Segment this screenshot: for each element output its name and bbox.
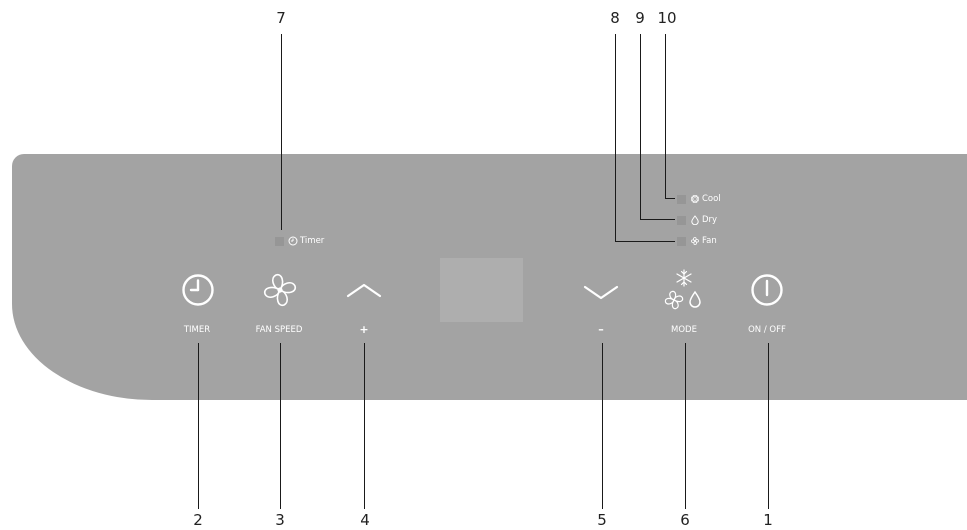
- callout-1: 1: [763, 511, 773, 529]
- drop-icon: [691, 215, 699, 225]
- leader-line-4: [364, 343, 365, 509]
- callout-10: 10: [657, 9, 677, 27]
- timer-indicator-label: Timer: [300, 236, 325, 246]
- callout-3: 3: [275, 511, 285, 529]
- timer-button[interactable]: [176, 268, 222, 314]
- power-button[interactable]: [745, 268, 791, 314]
- callout-9: 9: [635, 9, 645, 27]
- leader-line-1: [768, 343, 769, 509]
- dry-indicator-light: [677, 216, 686, 225]
- fan-indicator-light: [677, 237, 686, 246]
- fan-indicator-label: Fan: [702, 236, 717, 246]
- leader-line-3: [280, 343, 281, 509]
- mode-icon: [664, 269, 701, 310]
- power-button-label: ON / OFF: [748, 325, 786, 335]
- timer-indicator: Timer: [288, 236, 324, 246]
- callout-5: 5: [597, 511, 607, 529]
- timer-small-icon: [288, 236, 298, 246]
- power-icon: [751, 274, 783, 306]
- down-button-label: –: [598, 323, 604, 336]
- up-button-label: +: [359, 323, 369, 336]
- chevron-down-icon: [583, 285, 619, 300]
- mode-button[interactable]: [658, 266, 710, 318]
- dry-indicator: Dry: [690, 215, 717, 225]
- timer-button-label: TIMER: [183, 325, 211, 335]
- dry-indicator-label: Dry: [702, 215, 718, 225]
- fan-small-icon: [691, 237, 699, 245]
- callout-2: 2: [193, 511, 203, 529]
- clock-icon: [182, 274, 214, 306]
- fan-speed-button[interactable]: [258, 268, 304, 314]
- callout-6: 6: [680, 511, 690, 529]
- leader-line-2: [198, 343, 199, 509]
- down-button[interactable]: [579, 268, 625, 314]
- snowflake-icon: [691, 195, 699, 203]
- leader-line-5: [602, 343, 603, 509]
- leader-line-10: [665, 34, 666, 199]
- leader-line-10-h: [665, 198, 675, 199]
- timer-indicator-light: [275, 237, 284, 246]
- callout-4: 4: [360, 511, 370, 529]
- leader-line-8: [615, 34, 616, 242]
- fan-speed-button-label: FAN SPEED: [255, 325, 303, 335]
- callout-7: 7: [276, 9, 286, 27]
- leader-line-7: [281, 34, 282, 230]
- leader-line-9-h: [640, 219, 675, 220]
- leader-line-6: [685, 343, 686, 509]
- fan-indicator: Fan: [690, 236, 717, 246]
- fan-icon: [263, 273, 297, 307]
- cool-indicator-light: [677, 195, 686, 204]
- callout-8: 8: [610, 9, 620, 27]
- mode-button-label: MODE: [671, 325, 697, 335]
- chevron-up-icon: [346, 283, 382, 298]
- leader-line-8-h: [615, 241, 675, 242]
- up-button[interactable]: [342, 268, 388, 314]
- leader-line-9: [640, 34, 641, 220]
- cool-indicator: Cool: [690, 194, 721, 204]
- digital-display: [440, 258, 523, 322]
- cool-indicator-label: Cool: [702, 194, 721, 204]
